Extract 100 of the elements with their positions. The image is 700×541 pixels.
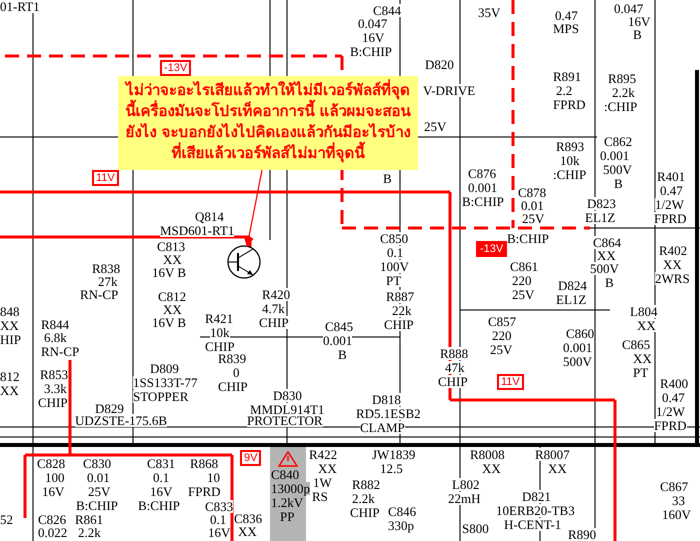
component-label: 13000p (271, 482, 310, 495)
component-label: R838 (92, 262, 120, 275)
component-label: EL1Z (556, 293, 586, 306)
component-label: UDZSTE-175.6B (75, 414, 168, 427)
component-label: 0.1 (387, 246, 404, 259)
component-label: MPS (553, 22, 580, 35)
component-label: D820 (425, 58, 454, 71)
component-label: 2.2k (352, 492, 375, 505)
component-label: R891 (553, 70, 582, 83)
component-label: B (383, 172, 392, 185)
component-label: 2WRS (655, 272, 690, 285)
component-label: XX (318, 462, 337, 475)
component-label: C862 (604, 135, 632, 148)
component-label: CHIP (384, 318, 414, 331)
component-label: 1/2W (655, 198, 684, 211)
component-label: 0.01 (521, 199, 544, 212)
component-label: MSD601-RT1 (160, 224, 234, 237)
component-label: H-CENT-1 (504, 518, 562, 531)
component-label: C830 (83, 457, 112, 470)
component-label: XX (482, 462, 501, 475)
component-label: 500V (590, 262, 619, 275)
component-label: B:CHIP (76, 499, 118, 512)
component-label: C860 (566, 327, 594, 340)
component-label: D809 (150, 362, 179, 375)
component-label: 2.2k (612, 86, 635, 99)
component-label: R887 (386, 290, 414, 303)
component-label: 0 (233, 366, 240, 379)
component-label: 10k (210, 326, 230, 339)
component-label: 12.5 (380, 462, 403, 475)
component-label: R844 (41, 318, 70, 331)
component-label: D818 (372, 393, 401, 406)
component-label: B (633, 28, 642, 41)
component-label: 2.2 (556, 84, 572, 97)
component-label: 16V B (152, 266, 186, 279)
component-label: 220 (512, 274, 532, 287)
component-label: V-DRIVE (423, 84, 476, 97)
component-label: C844 (373, 4, 402, 17)
component-label: C826 (38, 513, 66, 526)
component-label: R422 (309, 448, 338, 461)
component-label: R401 (657, 170, 686, 183)
component-label: 220 (492, 329, 512, 342)
component-label: 16V (150, 485, 172, 498)
component-label: XX (597, 249, 616, 262)
component-label: C812 (158, 290, 186, 303)
component-label: 25V (522, 212, 544, 225)
component-label: R8007 (535, 448, 570, 461)
component-label: PP (280, 510, 294, 523)
component-label: PT (386, 274, 402, 287)
component-label: FPRD (188, 485, 221, 498)
component-label: R882 (352, 478, 380, 491)
component-label: R888 (440, 347, 468, 360)
component-label: 0.001 (468, 181, 498, 194)
component-label: R868 (190, 457, 218, 470)
component-label: 52 (0, 513, 13, 526)
component-label: XX (637, 319, 656, 332)
component-label: XX (548, 462, 567, 475)
component-label: XX (0, 319, 19, 332)
component-label: CHIP (218, 380, 248, 393)
component-label: R421 (205, 312, 234, 325)
component-label: C861 (510, 260, 538, 273)
component-label: FPRD (654, 212, 687, 225)
component-label: R890 (568, 528, 596, 541)
component-label: 1/2W (656, 405, 685, 418)
component-label: 100 (45, 471, 64, 484)
component-label: RN-CP (41, 345, 80, 358)
component-label: R839 (218, 352, 246, 365)
voltage-tag: 11V (92, 170, 119, 186)
component-label: FPRD (553, 98, 586, 111)
component-label: C850 (380, 232, 408, 245)
component-label: C831 (147, 457, 176, 470)
voltage-tag: -13V (160, 60, 192, 76)
component-label: RS (312, 490, 328, 503)
component-label: CHIP (205, 340, 235, 353)
component-label: R861 (75, 513, 104, 526)
component-label: XX (0, 384, 19, 397)
component-label: 16V (362, 31, 384, 44)
component-label: JW1839 (372, 448, 416, 461)
callout-note: ไม่ว่าจะอะไรเสียแล้วทำให้ไม่มีเวอร์พัลส์ที่จุดนี้เครื่องมันจะโปรเท็คอาการนี้ แล้วผมจะสอนยังไง จะบอกยังไงไปคิดเองแล้วกันมีอะไรบ้างที่เสียแล้วเวอร์พัลส์ไม่มาที่จุดนี้ (118, 76, 418, 170)
voltage-tag: -13V (476, 241, 508, 257)
component-label: B (614, 177, 623, 190)
component-label: R893 (556, 140, 584, 153)
component-label: RN-CP (80, 288, 118, 301)
component-label: C865 (622, 338, 650, 351)
component-label: XX (238, 525, 257, 538)
component-label: 330p (388, 519, 414, 532)
component-label: R895 (608, 72, 636, 85)
component-label: :CHIP (604, 100, 638, 113)
component-label: EL1Z (585, 211, 616, 224)
component-label: PROTECTOR (247, 414, 323, 427)
component-label: 0.47 (555, 9, 578, 22)
component-label: D830 (273, 389, 302, 402)
component-label: :CHIP (553, 168, 586, 181)
component-label: R8008 (470, 448, 505, 461)
component-label: 0.047 (614, 2, 644, 15)
component-label: 0.047 (358, 17, 388, 30)
component-label: 10 (207, 471, 220, 484)
component-label: R402 (659, 244, 688, 257)
voltage-tag: 9V (240, 450, 262, 466)
component-label: R420 (262, 288, 290, 301)
component-label: 500V (603, 163, 632, 176)
